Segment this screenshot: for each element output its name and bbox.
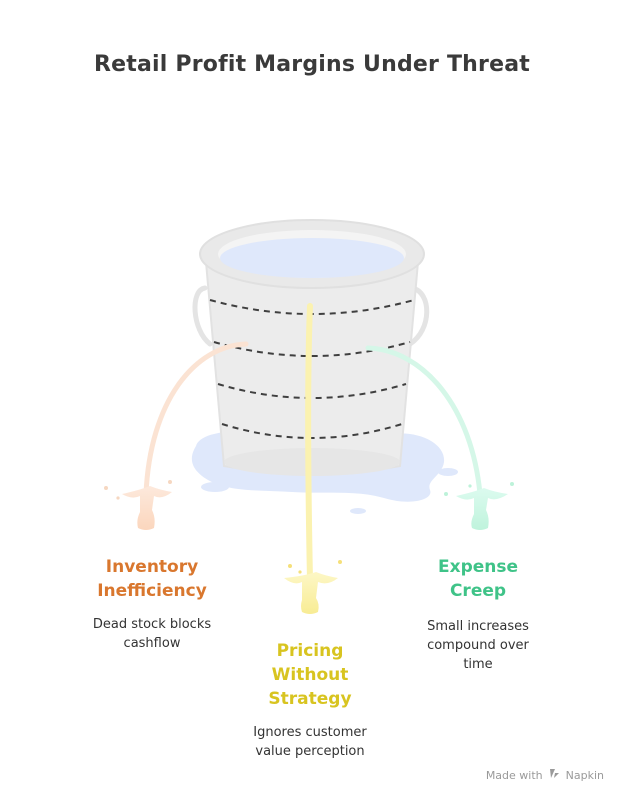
made-with-napkin-footer[interactable]: Made with Napkin: [486, 768, 604, 782]
inventory-leak-stream: [104, 341, 249, 530]
bucket: [199, 219, 425, 476]
threat-description: Small increases compound over time: [427, 619, 529, 672]
threat-description: Dead stock blocks cashflow: [92, 617, 212, 651]
threat-inventory-inefficiency: Inventory Inefficiency Dead stock blocks…: [62, 555, 242, 653]
pricing-leak-stream: [284, 303, 342, 614]
page-title: Retail Profit Margins Under Threat: [94, 52, 530, 77]
threat-expense-creep: Expense Creep Small increases compound o…: [396, 555, 560, 674]
threat-description: Ignores customer value perception: [253, 725, 367, 759]
threat-pricing-without-strategy: Pricing Without Strategy Ignores custome…: [222, 639, 398, 761]
footer-brand-text: Napkin: [565, 769, 604, 782]
threat-heading: Pricing Without Strategy: [268, 641, 352, 709]
footer-made-with-text: Made with: [485, 769, 543, 782]
threat-heading: Inventory Inefficiency: [97, 557, 207, 601]
threat-heading: Expense Creep: [437, 557, 519, 601]
expense-leak-stream: [365, 345, 514, 530]
napkin-logo-icon: [549, 768, 560, 782]
bucket-handle: [192, 285, 430, 347]
